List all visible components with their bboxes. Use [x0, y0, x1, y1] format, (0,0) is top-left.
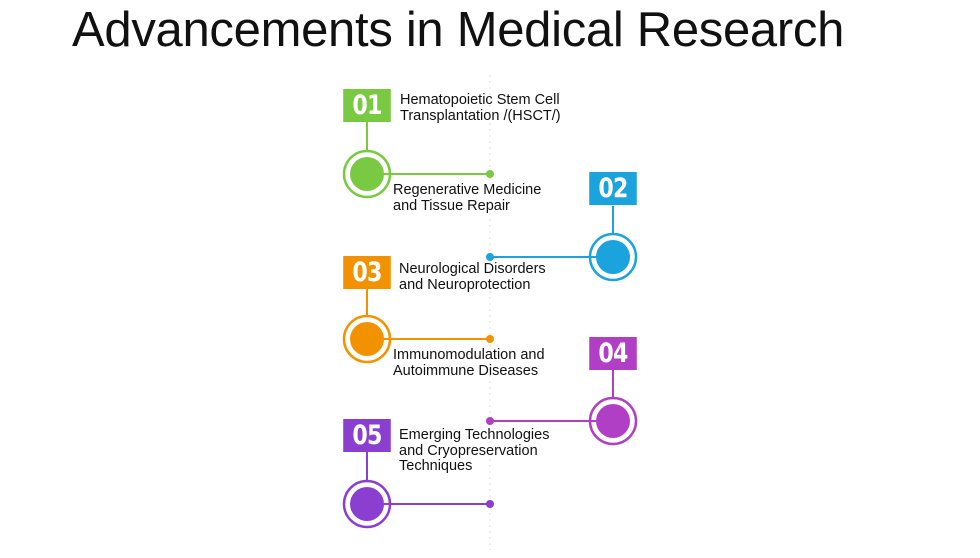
step-01-label: Hematopoietic Stem Cell Transplantation … [400, 92, 561, 124]
step-05-badge: 05 [343, 419, 391, 452]
step-02-label: Regenerative Medicine and Tissue Repair [393, 182, 542, 214]
step-05-label: Emerging Technologies and Cryopreservati… [399, 427, 550, 475]
step-05-line2: and Cryopreservation [399, 442, 538, 459]
step-01-line2: Transplantation /(HSCT/) [400, 107, 561, 124]
step-02-line1: Regenerative Medicine [393, 182, 542, 198]
step-03-line2: and Neuroprotection [399, 276, 531, 293]
step-05-connector [342, 452, 494, 529]
step-02-badge: 02 [589, 172, 637, 205]
step-03-line1: Neurological Disorders [399, 261, 546, 277]
step-02-connector [486, 206, 638, 282]
step-04-connector [486, 370, 638, 446]
step-01-connector [342, 122, 494, 199]
step-01-line1: Hematopoietic Stem Cell [400, 92, 560, 108]
step-03-connector [342, 289, 494, 364]
step-04-line1: Immunomodulation and [393, 347, 545, 363]
step-01-badge: 01 [343, 89, 391, 122]
step-04-label: Immunomodulation and Autoimmune Diseases [393, 347, 545, 379]
step-02-line2: and Tissue Repair [393, 197, 510, 214]
page-title: Advancements in Medical Research [72, 3, 845, 57]
step-03-label: Neurological Disorders and Neuroprotecti… [399, 261, 546, 293]
step-03-badge: 03 [343, 256, 391, 289]
step-04-line2: Autoimmune Diseases [393, 362, 539, 379]
step-05-line1: Emerging Technologies [399, 427, 550, 443]
step-05-line3: Techniques [399, 458, 473, 474]
step-04-badge: 04 [589, 337, 637, 370]
